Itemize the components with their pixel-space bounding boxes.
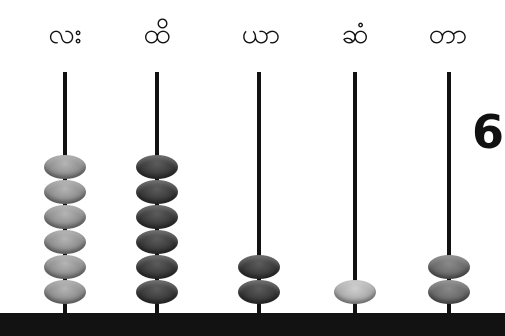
column-label: ထိ <box>143 17 171 50</box>
abacus-rod <box>447 72 451 316</box>
abacus-bead[interactable] <box>136 205 178 229</box>
abacus-bead[interactable] <box>44 205 86 229</box>
abacus-bead[interactable] <box>136 155 178 179</box>
abacus-bead[interactable] <box>44 255 86 279</box>
abacus-bead[interactable] <box>136 255 178 279</box>
result-number: 6 <box>472 106 505 158</box>
abacus-bead[interactable] <box>428 255 470 279</box>
abacus-bead[interactable] <box>44 280 86 304</box>
column-label: ယာ <box>241 17 281 50</box>
abacus-bead[interactable] <box>334 280 376 304</box>
abacus-bead[interactable] <box>136 180 178 204</box>
column-label: တာ <box>428 17 468 50</box>
abacus-bead[interactable] <box>44 155 86 179</box>
abacus-rod <box>257 72 261 316</box>
abacus-bead[interactable] <box>44 230 86 254</box>
column-label: လး <box>48 17 82 50</box>
abacus-bead[interactable] <box>136 280 178 304</box>
abacus-base <box>0 313 505 336</box>
column-label: ဆံ <box>341 17 369 50</box>
abacus-bead[interactable] <box>44 180 86 204</box>
abacus-bead[interactable] <box>238 280 280 304</box>
abacus-bead[interactable] <box>136 230 178 254</box>
abacus-bead[interactable] <box>238 255 280 279</box>
abacus-rod <box>353 72 357 316</box>
abacus-bead[interactable] <box>428 280 470 304</box>
